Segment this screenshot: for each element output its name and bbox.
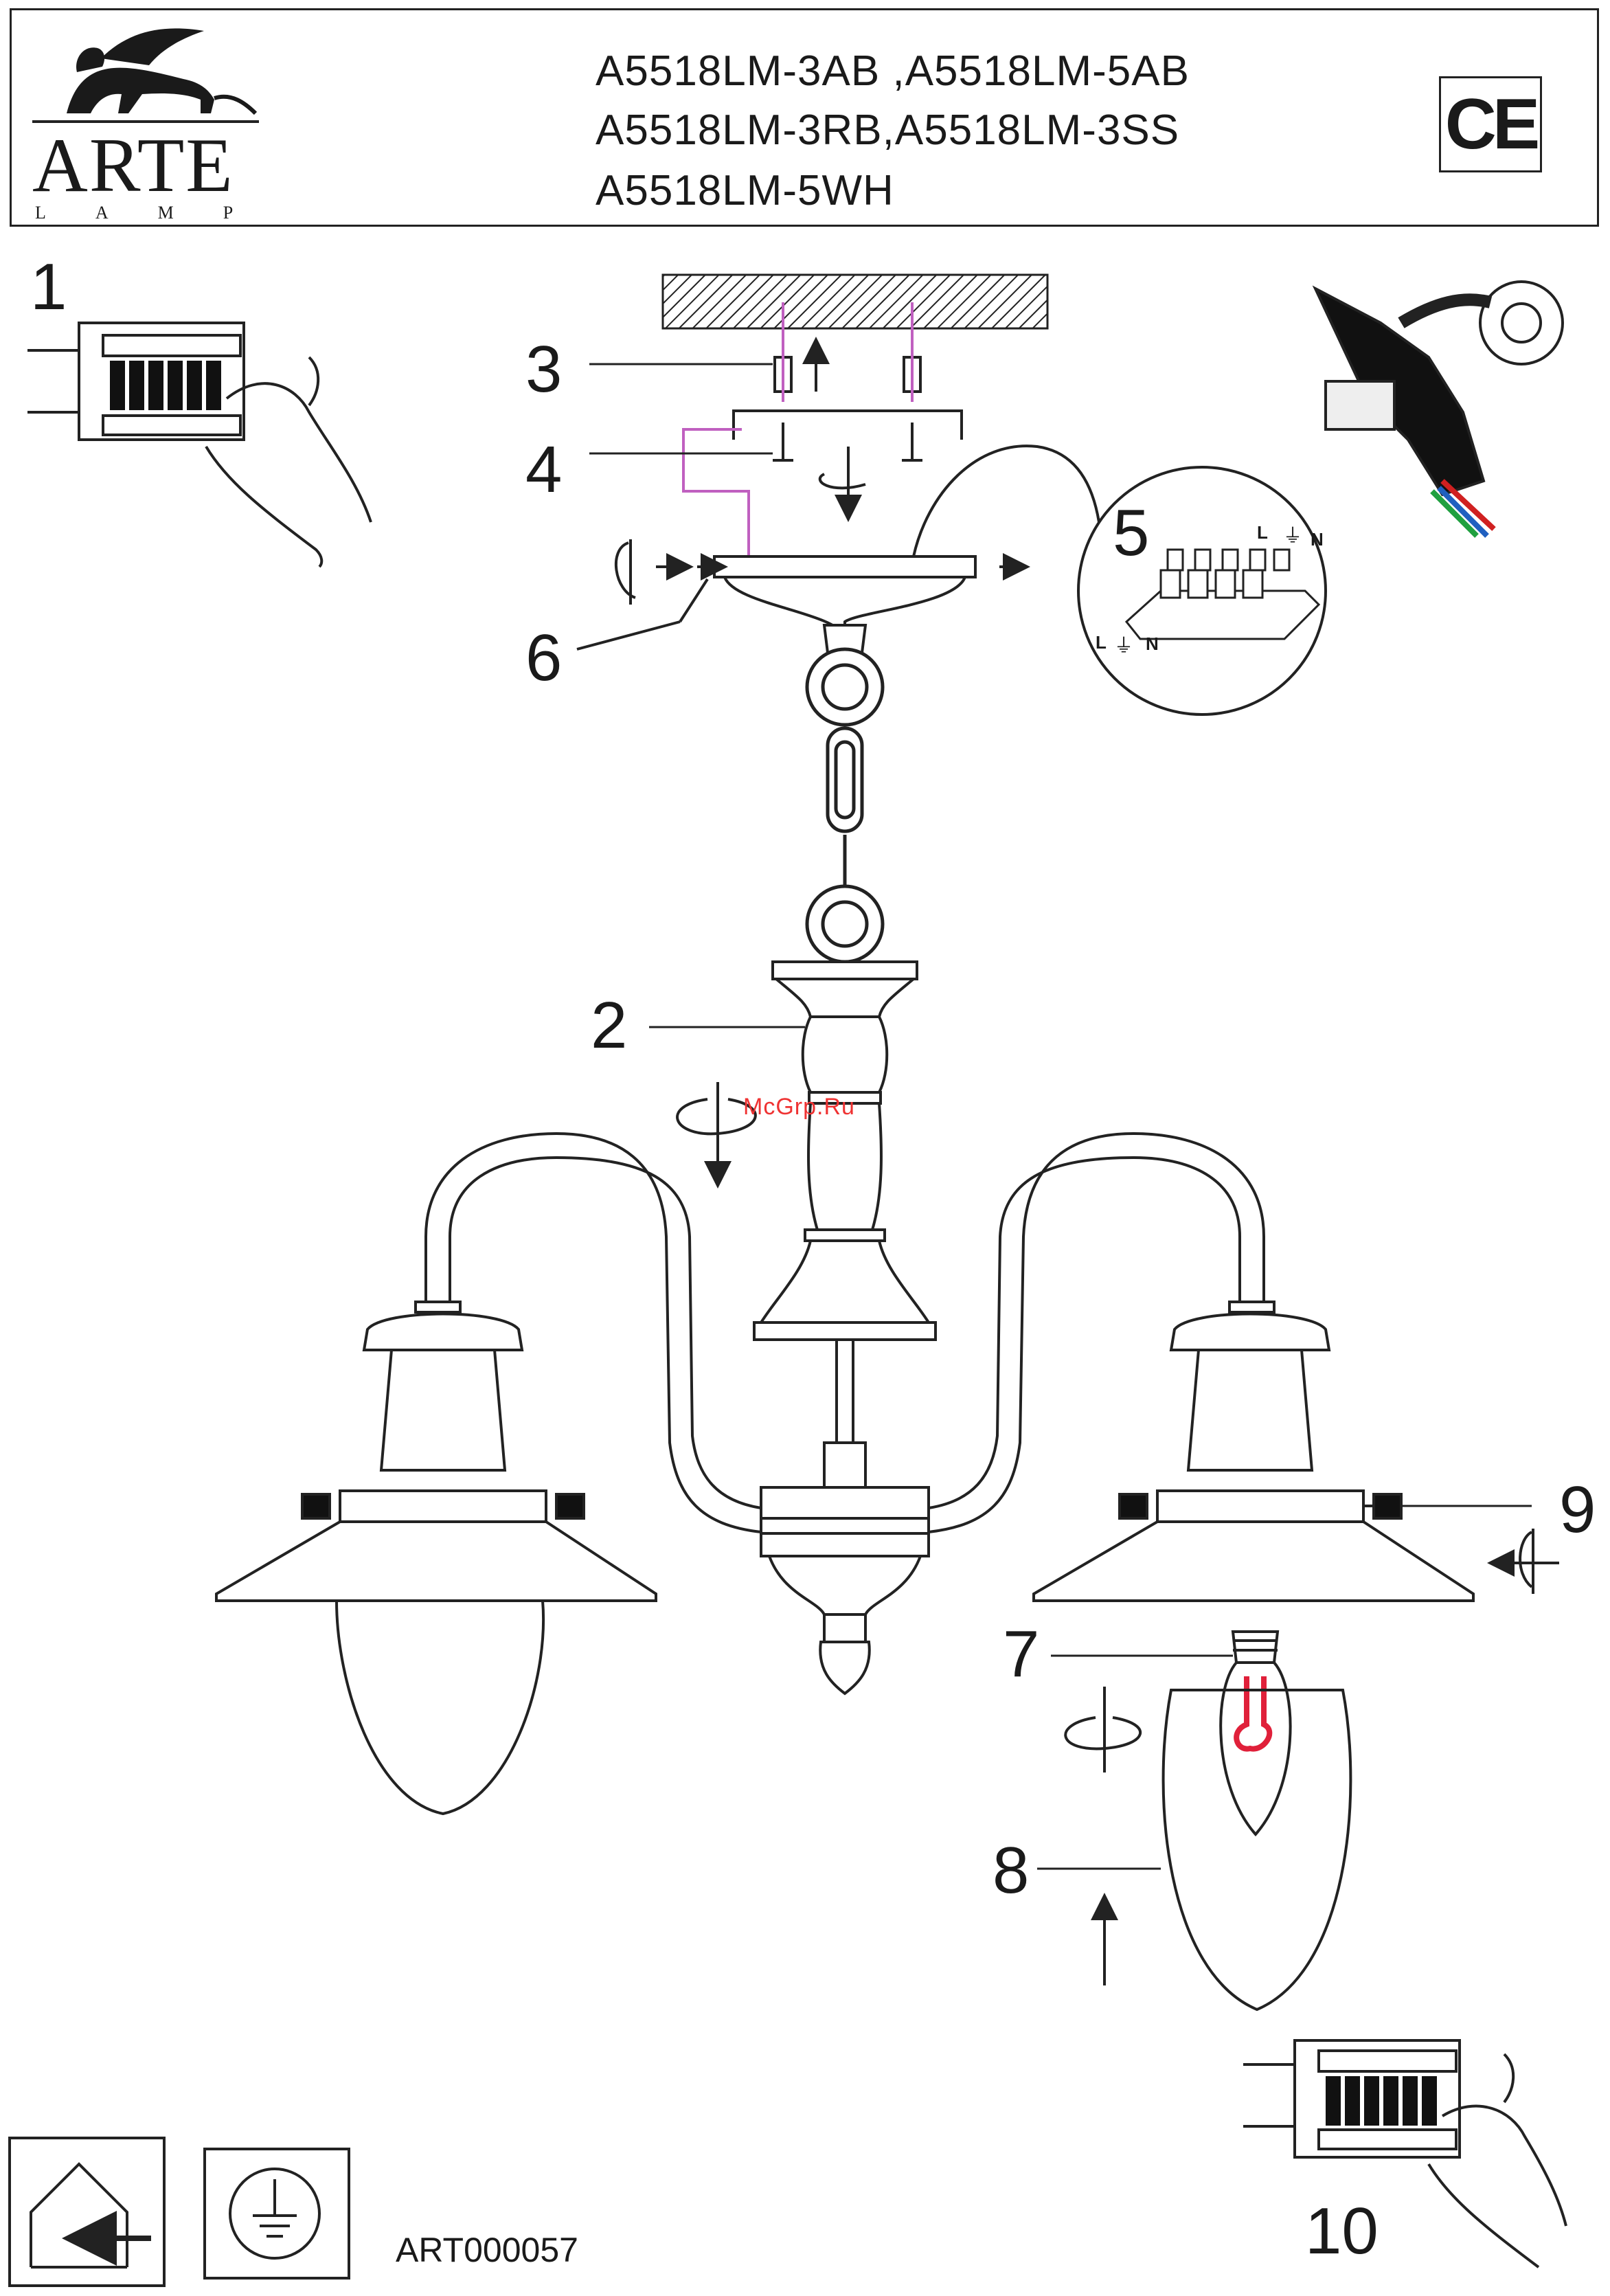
terminal-label-earth-bottom: ⏚ [1114,631,1133,658]
terminal-label-l-top: L [1257,522,1268,543]
watermark: McGrp.Ru [743,1094,855,1121]
step-number-7: 7 [1003,1621,1039,1687]
chain [807,649,883,962]
left-lamp-head [216,1302,656,1814]
insulating-tape-icon [1315,282,1563,536]
breaker-panel-icon [27,323,371,567]
step-number-3: 3 [525,337,562,403]
step-number-1: 1 [30,254,67,320]
breaker-panel-icon-final [1243,2040,1566,2267]
terminal-label-n-top: N [1311,529,1324,550]
bulb-icon [1221,1632,1290,1834]
terminal-label-l-bottom: L [1096,632,1107,653]
step-number-8: 8 [993,1838,1029,1904]
terminal-label-n-bottom: N [1146,633,1159,655]
step-number-5: 5 [1113,500,1149,566]
article-number: ART000057 [396,2233,578,2267]
indoor-use-icon [10,2138,164,2286]
step-number-6: 6 [525,625,562,691]
earth-ground-icon [205,2149,349,2278]
central-column [754,962,936,1693]
ceiling [663,275,1047,328]
terminal-label-earth-top: ⏚ [1283,521,1302,548]
step-number-10: 10 [1305,2198,1379,2264]
mounting-bracket [734,302,962,508]
step-number-4: 4 [525,437,562,503]
terminal-callout [914,446,1326,714]
leader-lines [589,364,1532,1869]
supply-wire [683,302,912,570]
right-lamp-head [1034,1302,1473,1601]
step-number-2: 2 [591,993,627,1059]
step-number-9: 9 [1559,1477,1596,1543]
canopy [714,556,975,653]
